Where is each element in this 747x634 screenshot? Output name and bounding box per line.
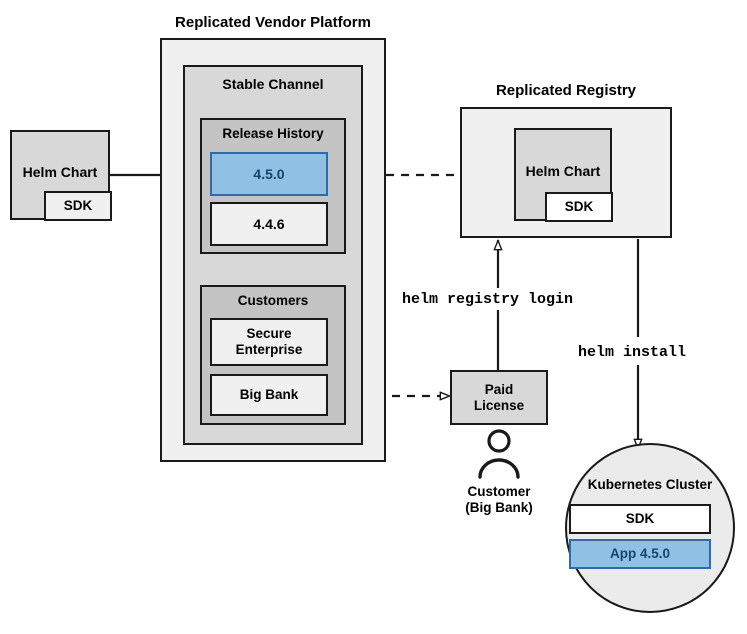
command-helm-install: helm install (578, 344, 687, 361)
stable-channel-title: Stable Channel (222, 76, 324, 92)
customer-person-icon (478, 429, 520, 479)
customer-big-bank[interactable]: Big Bank (210, 374, 328, 416)
platform-title: Replicated Vendor Platform (175, 14, 371, 31)
paid-license[interactable]: Paid License (450, 370, 548, 425)
release-version-current[interactable]: 4.5.0 (210, 152, 328, 196)
registry-title: Replicated Registry (495, 82, 637, 99)
release-history-title: Release History (222, 126, 324, 141)
release-version-previous[interactable]: 4.4.6 (210, 202, 328, 246)
helm-chart-source-sdk[interactable]: SDK (44, 191, 112, 221)
customers-title: Customers (237, 293, 309, 308)
customer-secure-enterprise[interactable]: Secure Enterprise (210, 318, 328, 366)
helm-chart-registry-sdk[interactable]: SDK (545, 192, 613, 222)
cluster-app[interactable]: App 4.5.0 (569, 539, 711, 569)
customer-person-caption: Customer (Big Bank) (465, 484, 533, 516)
command-helm-registry-login: helm registry login (402, 291, 574, 308)
kubernetes-cluster-title: Kubernetes Cluster (587, 477, 713, 492)
cluster-sdk[interactable]: SDK (569, 504, 711, 534)
